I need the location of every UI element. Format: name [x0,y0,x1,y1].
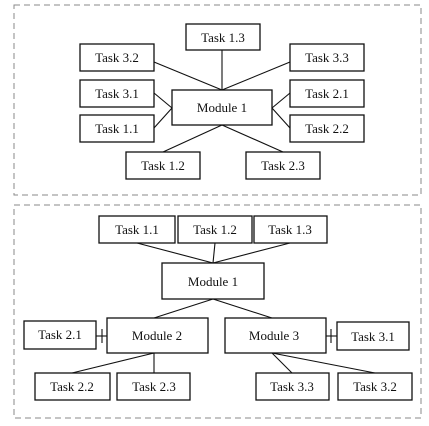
node-module-1: Module 1 [171,89,273,126]
link-module3-to-task3-3 [271,352,293,374]
node-task-3-1: Task 3.1 [336,321,410,351]
top-panel: Task 3.2 Task 1.3 Task 3.3 Task 3.1 Modu… [13,4,422,196]
top-connectors [153,50,291,153]
node-label: Task 2.2 [305,121,349,136]
node-module-1: Module 1 [161,262,265,300]
node-task-3-2: Task 3.2 [79,43,155,72]
top-panel-frame [13,4,422,196]
link-task1-1-to-module1 [136,242,214,264]
node-label: Module 1 [197,100,247,115]
node-task-3-2: Task 3.2 [337,372,413,401]
link-module1-task3-2 [153,61,223,91]
link-module1-task3-3 [221,61,291,91]
link-task1-3-to-module1 [212,242,291,264]
link-module1-task1-1 [153,107,173,129]
node-task-1-3: Task 1.3 [253,215,328,244]
node-task-2-3: Task 2.3 [245,151,321,180]
node-task-1-2: Task 1.2 [125,151,201,180]
node-label: Module 3 [249,328,299,343]
node-label: Task 2.1 [305,86,349,101]
node-label: Task 2.2 [50,379,94,394]
node-label: Task 3.2 [353,379,397,394]
node-label: Task 2.1 [38,327,82,342]
link-module1-task2-3 [221,124,284,153]
node-label: Task 1.1 [115,222,159,237]
node-task-2-3: Task 2.3 [116,372,191,401]
node-label: Task 3.3 [305,50,349,65]
node-label: Task 1.2 [141,158,185,173]
node-module-2: Module 2 [106,317,209,354]
node-label: Task 2.3 [132,379,176,394]
node-task-3-1: Task 3.1 [79,79,155,108]
link-module2-to-task2-2 [71,352,155,374]
node-task-1-1: Task 1.1 [79,114,155,143]
node-task-1-3: Task 1.3 [185,23,261,51]
node-task-3-3: Task 3.3 [255,372,330,401]
bottom-panel: Task 1.1 Task 1.2 Task 1.3 Module 1 Task… [13,204,422,419]
node-task-1-1: Task 1.1 [98,215,176,244]
node-label: Task 1.3 [268,222,312,237]
node-label: Task 3.2 [95,50,139,65]
link-module1-task2-2 [271,107,291,129]
node-label: Task 1.2 [193,222,237,237]
node-label: Task 1.1 [95,121,139,136]
link-task1-2-to-module1 [212,242,216,264]
node-label: Task 3.1 [351,329,395,344]
node-task-3-3: Task 3.3 [289,43,365,72]
bottom-panel-frame [13,204,422,419]
node-task-2-1: Task 2.1 [289,79,365,108]
link-module1-task1-2 [162,124,223,153]
node-label: Task 2.3 [261,158,305,173]
link-module1-task2-1 [271,92,291,109]
bottom-connectors [71,242,376,374]
node-task-2-2: Task 2.2 [289,114,365,143]
link-module1-task3-1 [153,92,173,109]
node-label: Module 1 [188,274,238,289]
node-task-2-2: Task 2.2 [34,372,111,401]
node-module-3: Module 3 [224,317,327,354]
link-module1-to-module2 [153,298,214,319]
node-task-1-2: Task 1.2 [177,215,253,244]
link-module1-to-module3 [212,298,273,319]
node-label: Task 3.1 [95,86,139,101]
node-label: Module 2 [132,328,182,343]
node-label: Task 3.3 [270,379,314,394]
link-module3-to-task3-2 [271,352,376,374]
node-label: Task 1.3 [201,30,245,45]
node-task-2-1: Task 2.1 [23,320,97,350]
